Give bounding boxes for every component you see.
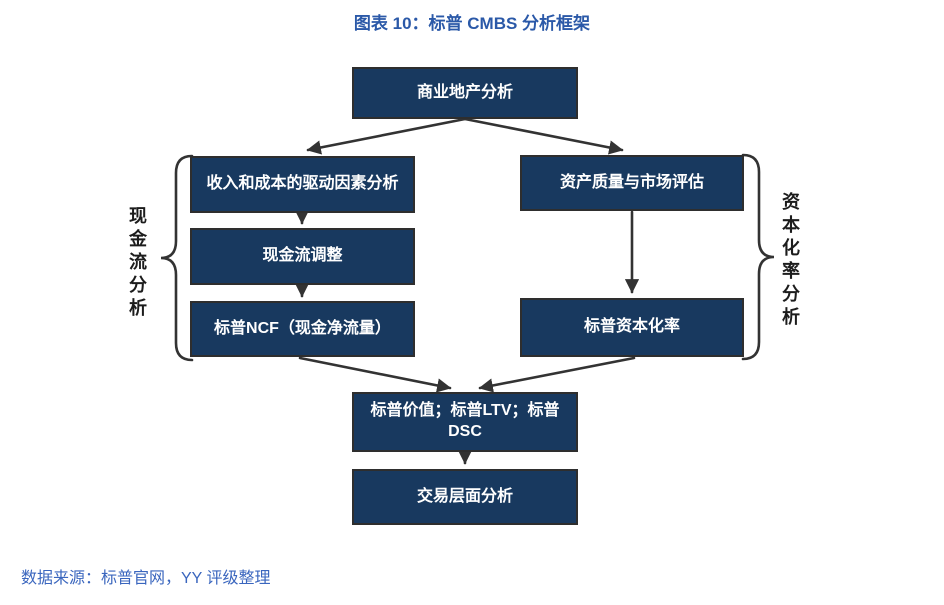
flow-box-transaction-level-analysis: 交易层面分析 xyxy=(352,469,578,525)
arrow-top-to-left1 xyxy=(306,117,467,155)
arrow-right2-to-converge xyxy=(478,356,636,393)
flow-box-asset-quality-market-assessment: 资产质量与市场评估 xyxy=(520,155,744,211)
flow-box-commercial-property-analysis: 商业地产分析 xyxy=(352,67,578,119)
flow-box-income-cost-drivers: 收入和成本的驱动因素分析 xyxy=(190,156,415,213)
arrow-top-to-right1 xyxy=(463,117,624,155)
flow-box-sp-ncf: 标普NCF（现金净流量） xyxy=(190,301,415,357)
data-source-note: 数据来源：标普官网，YY 评级整理 xyxy=(21,570,271,587)
right-curly-brace xyxy=(741,153,775,361)
figure-title: 图表 10：标普 CMBS 分析框架 xyxy=(353,14,591,33)
cap-rate-analysis-brace-label: 资本化率分析 xyxy=(780,192,800,330)
left-curly-brace xyxy=(160,154,194,362)
flow-box-sp-cap-rate: 标普资本化率 xyxy=(520,298,744,357)
cashflow-analysis-brace-label: 现金流分析 xyxy=(127,206,147,321)
arrow-left3-to-converge xyxy=(298,356,452,393)
flow-box-cashflow-adjustment: 现金流调整 xyxy=(190,228,415,285)
flow-box-sp-value-ltv-dsc: 标普价值；标普LTV；标普DSC xyxy=(352,392,578,452)
